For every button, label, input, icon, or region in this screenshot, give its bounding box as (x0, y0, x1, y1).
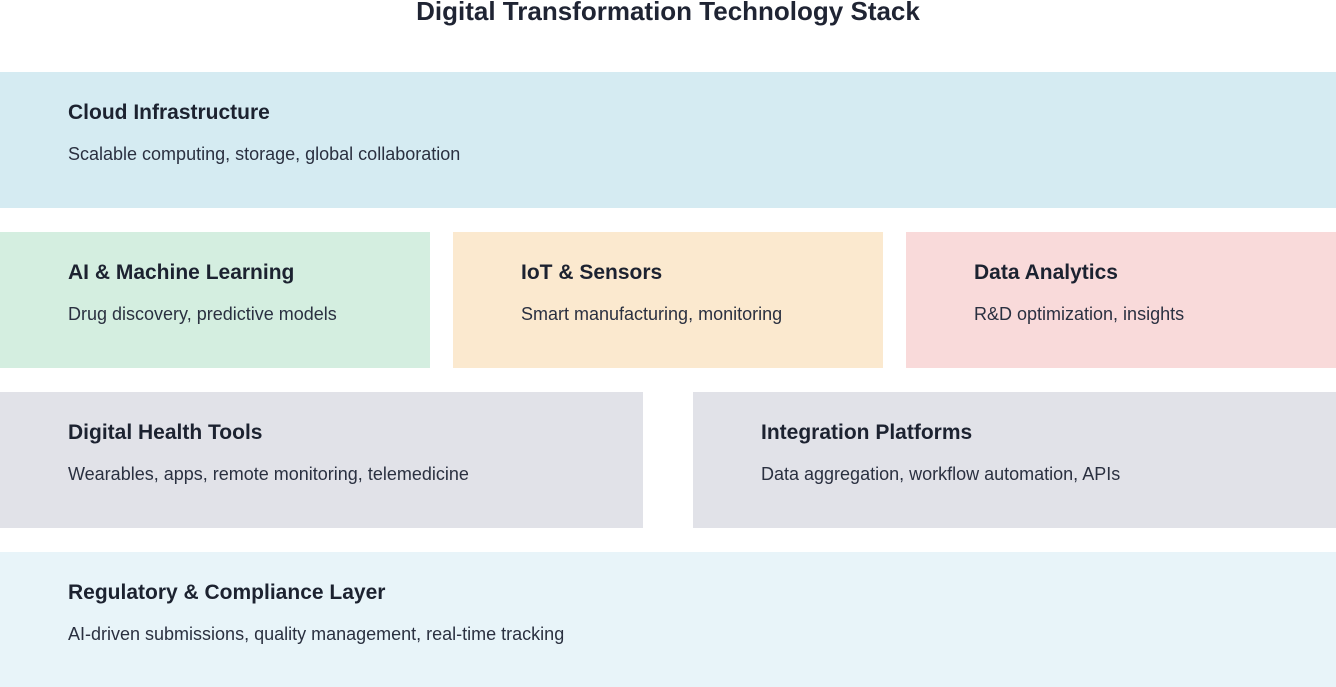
layer-title: Data Analytics (974, 261, 1118, 284)
layer-description: Scalable computing, storage, global coll… (68, 144, 461, 164)
layer-digital-health-tools: Digital Health Tools Wearables, apps, re… (0, 392, 643, 528)
layer-description: Drug discovery, predictive models (68, 304, 337, 324)
layer-description: R&D optimization, insights (974, 304, 1185, 324)
layer-title: Digital Health Tools (68, 421, 263, 444)
layer-title: AI & Machine Learning (68, 261, 295, 284)
layer-ai-machine-learning: AI & Machine Learning Drug discovery, pr… (0, 232, 430, 368)
layer-description: Smart manufacturing, monitoring (521, 304, 783, 324)
diagram-title: Digital Transformation Technology Stack (416, 0, 920, 26)
layer-description: AI-driven submissions, quality managemen… (68, 624, 565, 644)
layer-title: Cloud Infrastructure (68, 101, 270, 124)
layer-regulatory-compliance: Regulatory & Compliance Layer AI-driven … (0, 552, 1336, 687)
layer-description: Data aggregation, workflow automation, A… (761, 464, 1121, 484)
layer-title: Regulatory & Compliance Layer (68, 581, 386, 604)
layer-title: Integration Platforms (761, 421, 973, 444)
layer-integration-platforms: Integration Platforms Data aggregation, … (693, 392, 1336, 528)
layer-cloud-infrastructure: Cloud Infrastructure Scalable computing,… (0, 72, 1336, 208)
layer-description: Wearables, apps, remote monitoring, tele… (68, 464, 469, 484)
layer-title: IoT & Sensors (521, 261, 663, 284)
layer-data-analytics: Data Analytics R&D optimization, insight… (906, 232, 1336, 368)
layer-iot-sensors: IoT & Sensors Smart manufacturing, monit… (453, 232, 883, 368)
